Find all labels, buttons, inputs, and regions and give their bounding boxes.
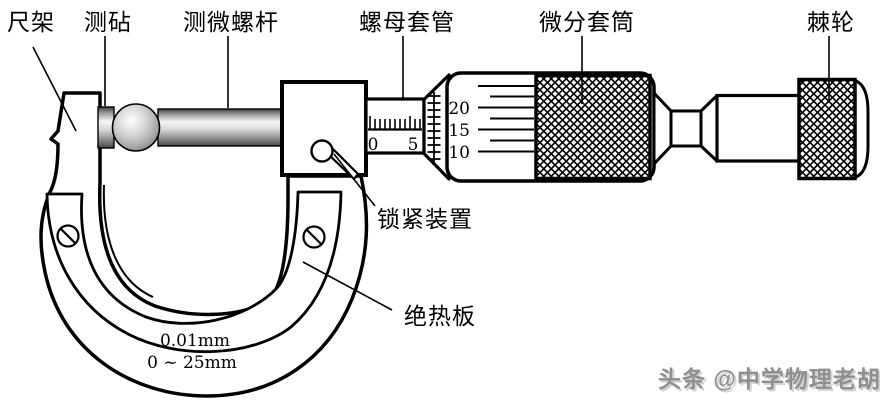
ratchet-shaft	[669, 109, 703, 148]
ratchet-expander	[699, 94, 719, 163]
thimble-scale-20: 20	[448, 99, 470, 119]
label-spindle: 测微螺杆	[183, 10, 279, 35]
spec-precision: 0.01mm	[160, 331, 230, 351]
label-insulation: 绝热板	[404, 304, 476, 329]
frame-block	[280, 80, 368, 177]
thimble-scale-ticks	[478, 85, 534, 153]
sleeve-main-scale: 0 5	[368, 116, 422, 155]
anvil	[97, 106, 115, 149]
thimble-knurl	[534, 73, 652, 181]
ratchet-cylinder	[715, 93, 802, 163]
watermark: 头条 @中学物理老胡 头条 @中学物理老胡	[658, 366, 880, 394]
label-ratchet: 棘轮	[807, 10, 855, 35]
spindle	[157, 108, 286, 147]
label-lock: 锁紧装置	[377, 207, 473, 232]
label-sleeve: 螺母套管	[359, 10, 455, 35]
frame-inner-edge-line	[102, 184, 154, 298]
screw-icon-left	[56, 224, 80, 248]
sleeve-scale-0: 0	[368, 135, 379, 155]
label-thimble: 微分套筒	[539, 10, 635, 35]
insulation-plate	[45, 190, 343, 354]
lock-leader	[333, 153, 376, 207]
thimble-scale-15: 15	[448, 121, 470, 141]
watermark-text: 头条 @中学物理老胡	[658, 366, 880, 392]
thimble-scale-10: 10	[448, 143, 470, 163]
ratchet-knurl	[797, 77, 857, 181]
thimble-bevel-ticks	[427, 92, 441, 162]
watermark-highlight: 头条 @中学物理老胡	[660, 368, 880, 394]
spec-range: 0 ~ 25mm	[147, 353, 237, 373]
thimble-taper	[652, 91, 673, 166]
thimble-bevel	[422, 73, 451, 181]
leader-lines	[32, 36, 830, 311]
sleeve-scale-5: 5	[408, 135, 419, 155]
measured-ball	[111, 103, 161, 152]
label-frame: 尺架	[7, 10, 55, 35]
screw-icon-right	[302, 225, 326, 249]
frame-leader	[32, 46, 77, 132]
insulation-leader	[302, 261, 393, 311]
label-anvil: 测砧	[84, 10, 132, 35]
